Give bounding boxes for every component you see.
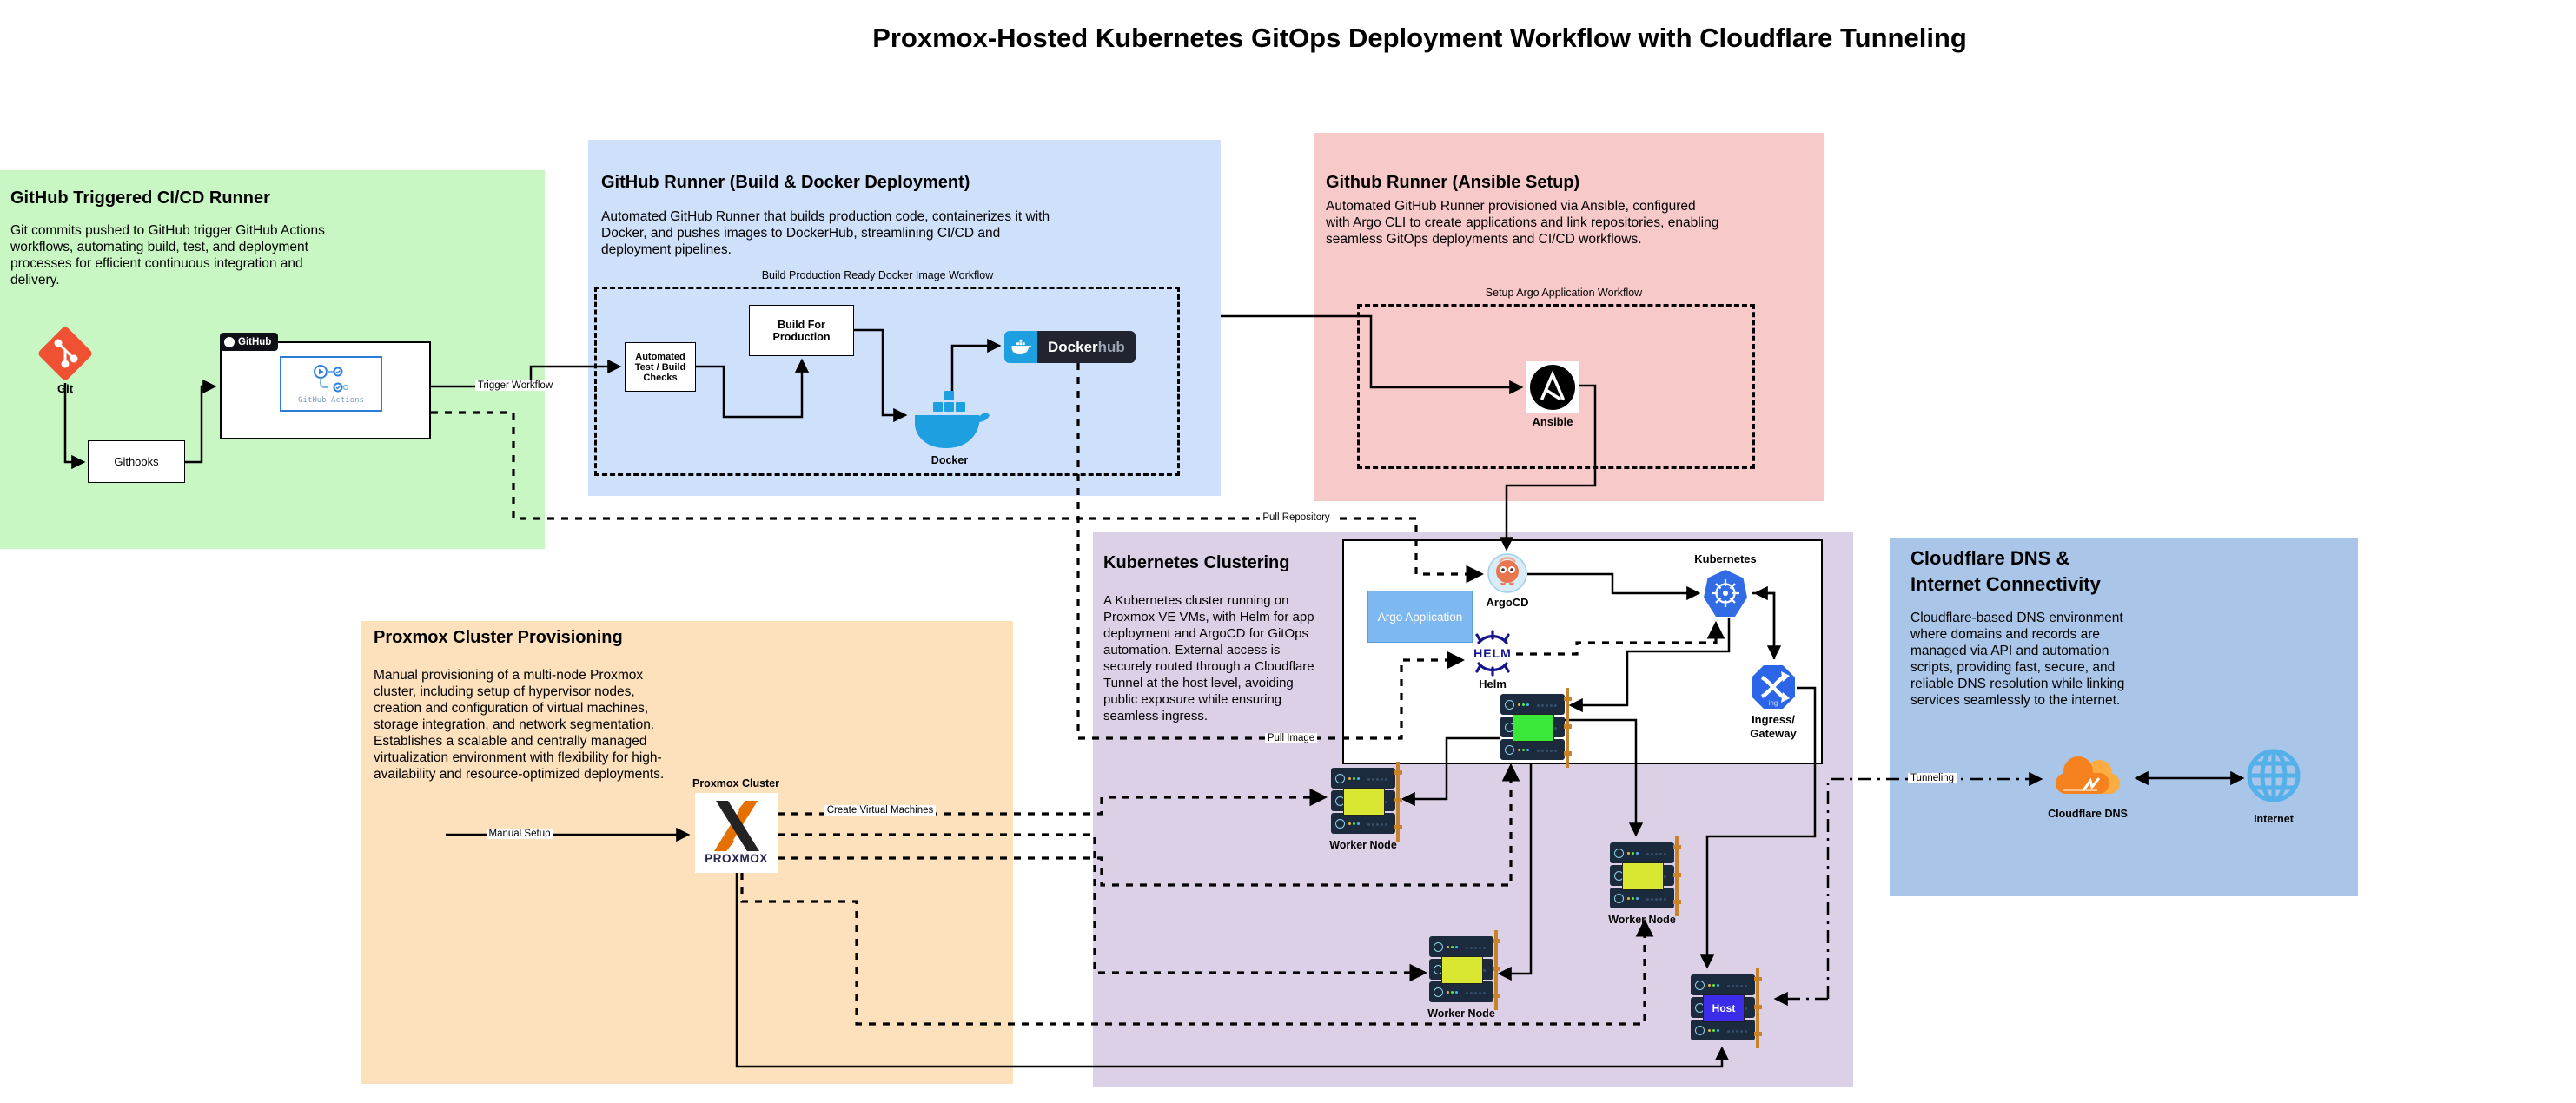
purple-region-title: Kubernetes Clustering: [1103, 553, 1290, 572]
worker-node-2-label: Worker Node: [1608, 914, 1676, 926]
blue-region-description: Automated GitHub Runner that builds prod…: [601, 209, 1050, 257]
github-actions-box: GitHub Actions: [280, 356, 382, 412]
ansible-icon: [1526, 361, 1579, 413]
red-region-description: Automated GitHub Runner provisioned via …: [1326, 199, 1719, 247]
helm-icon: HELM: [1467, 629, 1518, 682]
kubernetes-icon: [1703, 569, 1748, 623]
github-logo-tab: GitHub: [220, 333, 279, 351]
cloudflare-region-title: Cloudflare DNS & Internet Connectivity: [1910, 547, 2101, 595]
cluster-inner-box: [1342, 539, 1823, 764]
docker-label: Docker: [930, 454, 969, 466]
internet-label: Internet: [2254, 813, 2294, 825]
master-node-rack: [1500, 688, 1572, 768]
automated-checks-box: Automated Test / Build Checks: [625, 342, 696, 392]
region-github-runner-ansible: [1314, 133, 1824, 501]
cloudflare-region-description: Cloudflare-based DNS environment where d…: [1910, 611, 2125, 708]
blue-region-title: GitHub Runner (Build & Docker Deployment…: [601, 173, 970, 192]
orange-region-description: Manual provisioning of a multi-node Prox…: [374, 668, 665, 782]
github-actions-icon: [314, 364, 349, 392]
green-region-title: GitHub Triggered CI/CD Runner: [10, 188, 270, 208]
proxmox-wordmark: PROXMOX: [705, 852, 768, 865]
worker-node-3-screen: [1441, 956, 1483, 984]
cloudflare-dns-label: Cloudflare DNS: [2048, 808, 2128, 820]
internet-globe-icon: [2245, 747, 2302, 809]
ingress-gateway-icon: ing: [1750, 664, 1797, 715]
dockerhub-whale-icon: [1004, 331, 1037, 363]
kubernetes-label: Kubernetes: [1694, 552, 1757, 565]
worker-node-1-label: Worker Node: [1329, 839, 1397, 851]
master-node-screen: [1513, 714, 1554, 742]
github-cat-icon: [224, 336, 235, 347]
argocd-label: ArgoCD: [1486, 596, 1529, 609]
worker-node-2-screen: [1622, 862, 1664, 890]
docker-workflow-dashed-box: [594, 287, 1180, 476]
worker-node-2-rack: [1610, 836, 1681, 916]
green-region-description: Git commits pushed to GitHub trigger Git…: [10, 223, 325, 287]
github-actions-label: GitHub Actions: [298, 395, 364, 405]
edge-label-pull-image: Pull Image: [1213, 733, 1369, 743]
proxmox-cluster-label: Proxmox Cluster: [692, 777, 780, 789]
region-cloudflare: [1890, 538, 2358, 896]
host-node-screen: Host: [1703, 994, 1745, 1022]
worker-node-3-rack: [1429, 930, 1500, 1010]
edge-label-manual-setup: Manual Setup: [441, 829, 598, 839]
edge-label-create-virtual-machines: Create Virtual Machines: [802, 805, 958, 816]
git-label: Git: [56, 382, 74, 395]
red-region-title: Github Runner (Ansible Setup): [1326, 173, 1580, 192]
helm-label: Helm: [1479, 677, 1507, 690]
docker-workflow-label: Build Production Ready Docker Image Work…: [660, 269, 1095, 281]
svg-text:ing: ing: [1769, 699, 1778, 707]
git-icon: [36, 325, 94, 386]
argo-workflow-dashed-box: [1357, 304, 1755, 469]
proxmox-icon: PROXMOX: [695, 793, 778, 873]
argocd-icon: [1487, 553, 1527, 598]
worker-node-1-rack: [1331, 762, 1402, 842]
edge-label-tunneling: Tunneling: [1854, 773, 2010, 783]
githooks-box: Githooks: [88, 440, 185, 483]
orange-region-title: Proxmox Cluster Provisioning: [374, 628, 623, 647]
host-node-rack: Host: [1691, 968, 1762, 1048]
worker-node-3-label: Worker Node: [1427, 1007, 1495, 1020]
region-github-runner-docker: [588, 140, 1221, 496]
svg-text:HELM: HELM: [1473, 646, 1512, 660]
edge-label-pull-repository: Pull Repository: [1218, 512, 1374, 523]
page-title: Proxmox-Hosted Kubernetes GitOps Deploym…: [872, 23, 1967, 53]
build-production-box: Build For Production: [749, 305, 854, 356]
purple-region-description: A Kubernetes cluster running on Proxmox …: [1103, 593, 1314, 723]
cloudflare-dns-icon: [2045, 752, 2130, 802]
region-proxmox-provisioning: [361, 621, 1013, 1084]
ingress-gateway-label: Ingress/ Gateway: [1750, 713, 1797, 740]
docker-icon: [910, 389, 990, 458]
ansible-label: Ansible: [1532, 415, 1573, 428]
argo-application-box: Argo Application: [1367, 591, 1473, 643]
worker-node-1-screen: [1343, 788, 1385, 816]
edge-label-trigger-workflow: Trigger Workflow: [437, 380, 593, 391]
argo-workflow-label: Setup Argo Application Workflow: [1434, 287, 1694, 299]
